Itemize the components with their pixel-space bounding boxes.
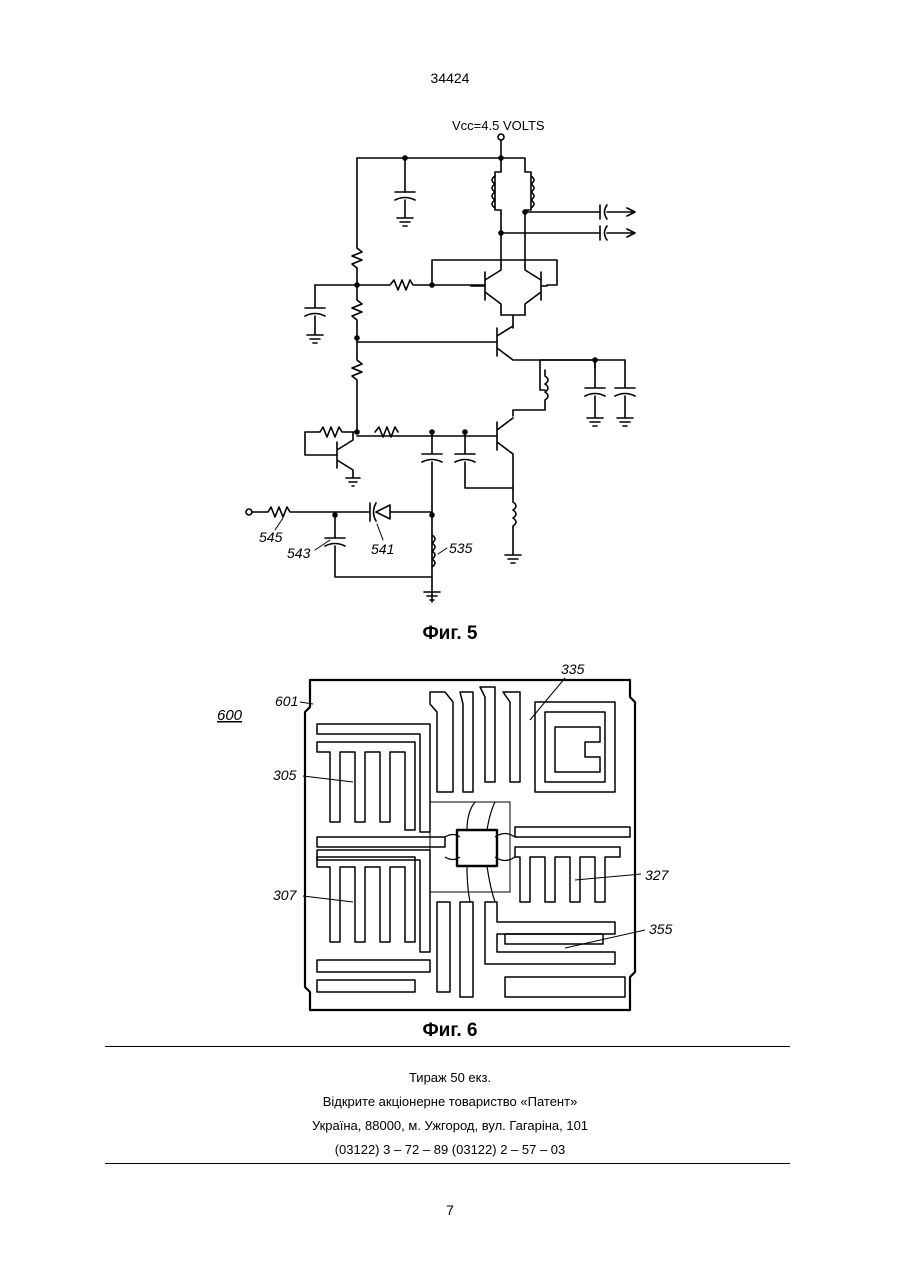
label-535: 535 bbox=[449, 540, 473, 556]
supply-voltage-label: Vcc=4.5 VOLTS bbox=[452, 118, 545, 133]
imprint-circulation: Тираж 50 екз. bbox=[0, 1070, 900, 1085]
label-545: 545 bbox=[259, 529, 283, 545]
imprint-top-rule bbox=[105, 1046, 790, 1047]
imprint-phones: (03122) 3 – 72 – 89 (03122) 2 – 57 – 03 bbox=[0, 1142, 900, 1157]
label-335: 335 bbox=[561, 661, 585, 677]
label-543: 543 bbox=[287, 545, 311, 561]
label-305: 305 bbox=[273, 767, 297, 783]
figure-5-caption: Фиг. 5 bbox=[0, 623, 900, 645]
page-number: 7 bbox=[0, 1202, 900, 1218]
label-541: 541 bbox=[371, 541, 394, 557]
figure-6-board-layout: 600 601 335 305 307 327 355 bbox=[205, 652, 695, 1017]
label-355: 355 bbox=[649, 921, 673, 937]
document-number: 34424 bbox=[0, 70, 900, 86]
label-307: 307 bbox=[273, 887, 298, 903]
figure-6-caption: Фиг. 6 bbox=[0, 1020, 900, 1042]
label-327: 327 bbox=[645, 867, 670, 883]
imprint-bottom-rule bbox=[105, 1163, 790, 1164]
figure-5-schematic: Vcc=4.5 VOLTS bbox=[235, 110, 665, 610]
label-600: 600 bbox=[217, 707, 243, 724]
imprint-address: Україна, 88000, м. Ужгород, вул. Гагарін… bbox=[0, 1118, 900, 1133]
label-601: 601 bbox=[275, 693, 298, 709]
imprint-publisher: Відкрите акціонерне товариство «Патент» bbox=[0, 1094, 900, 1109]
